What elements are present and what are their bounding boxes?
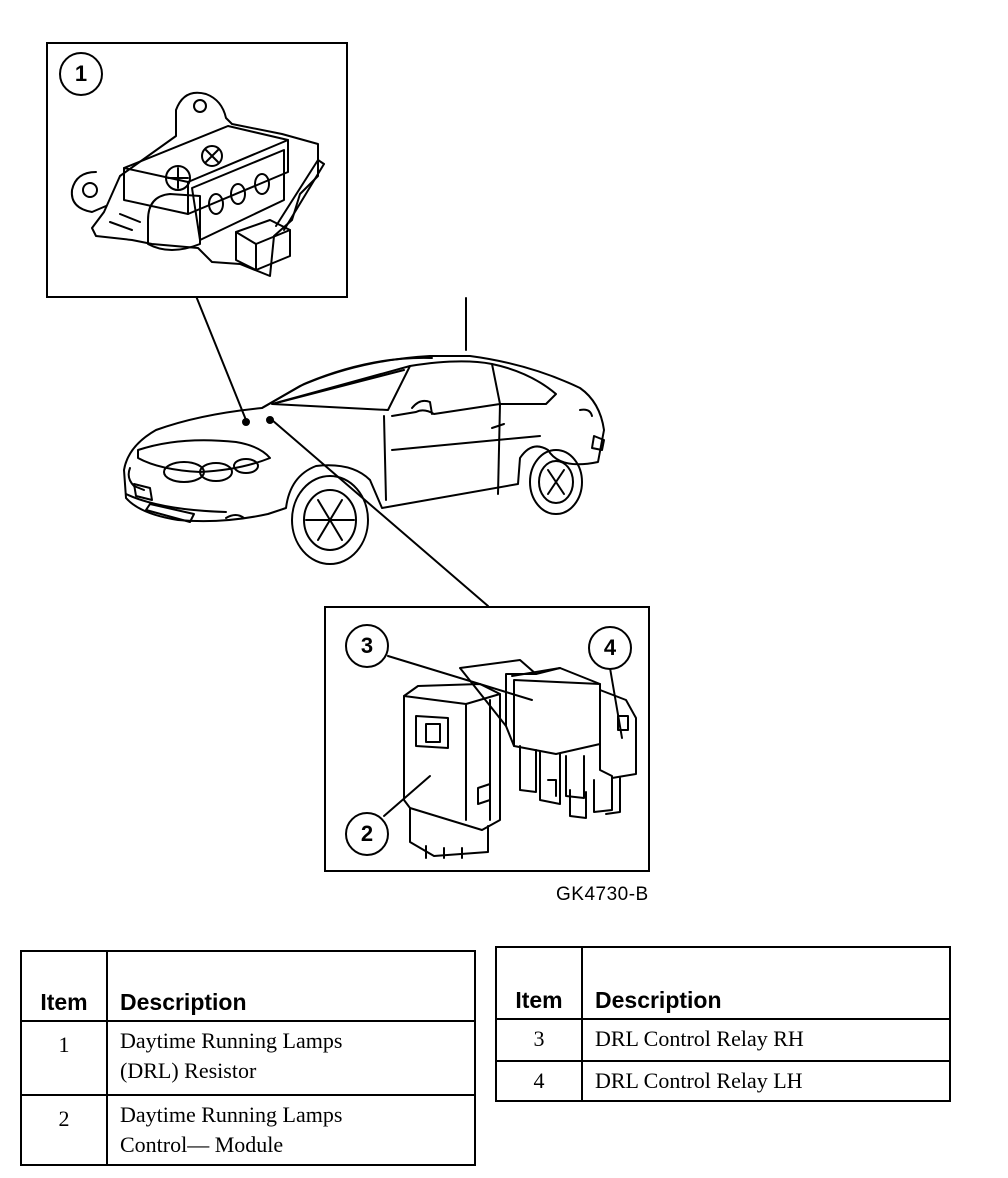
legend-left-desc-1-line2: (DRL) Resistor (120, 1058, 257, 1083)
legend-left-item-2: 2 (20, 1094, 108, 1166)
leader-line-1 (195, 295, 247, 421)
legend-left-desc-2-line1: Daytime Running Lamps (120, 1102, 343, 1127)
leader-line-3-overlay (387, 655, 533, 701)
callout-4: 4 (588, 626, 632, 670)
drl-resistor-drawing-overlay (70, 91, 325, 277)
table-row: 4 DRL Control Relay LH (495, 1060, 951, 1102)
legend-right-header-item: Item (495, 946, 583, 1020)
leader-line-4-overlay (609, 667, 623, 739)
drl-control-relays-drawing-overlay (459, 659, 637, 819)
legend-right-desc-3: DRL Control Relay RH (581, 1018, 951, 1062)
legend-left-header-description: Description (106, 950, 476, 1022)
leader-line-3-4 (271, 419, 489, 607)
legend-left-desc-1: Daytime Running Lamps (DRL) Resistor (106, 1020, 476, 1096)
legend-right-item-3: 3 (495, 1018, 583, 1062)
legend-left-header-item: Item (20, 950, 108, 1022)
table-row: 3 DRL Control Relay RH (495, 1018, 951, 1062)
legend-right-header-description: Description (581, 946, 951, 1020)
legend-right-item-4: 4 (495, 1060, 583, 1102)
legend-table-left: Item Description 1 Daytime Running Lamps… (20, 950, 476, 1166)
legend-table-right: Item Description 3 DRL Control Relay RH … (495, 946, 951, 1102)
callout-2: 2 (345, 812, 389, 856)
legend-left-desc-2-line2: Control— Module (120, 1132, 284, 1157)
table-row: 2 Daytime Running Lamps Control— Module (20, 1094, 476, 1166)
figure-code: GK4730-B (556, 884, 649, 905)
leader-line-2-overlay (383, 775, 431, 817)
legend-left-desc-2: Daytime Running Lamps Control— Module (106, 1094, 476, 1166)
callout-1: 1 (59, 52, 103, 96)
drl-control-module-drawing-overlay (403, 683, 501, 859)
legend-left-item-1: 1 (20, 1020, 108, 1096)
vehicle-drawing (123, 355, 605, 565)
callout-3: 3 (345, 624, 389, 668)
table-row: 1 Daytime Running Lamps (DRL) Resistor (20, 1020, 476, 1096)
legend-right-desc-4: DRL Control Relay LH (581, 1060, 951, 1102)
legend-left-desc-1-line1: Daytime Running Lamps (120, 1028, 343, 1053)
